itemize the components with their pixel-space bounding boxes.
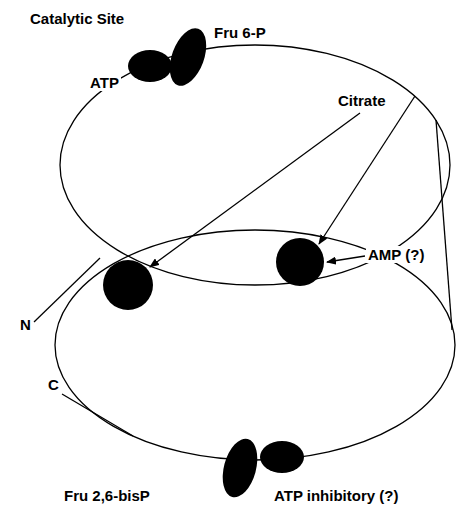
fru26bisp-site-blob [217, 435, 263, 501]
fru6p-site-blob [163, 23, 214, 90]
citrate-site-blob [103, 260, 153, 310]
amp-site-blob [276, 238, 324, 286]
linker-line [436, 120, 452, 330]
leader-arrow [319, 96, 415, 244]
site-label: N [18, 316, 33, 333]
site-label: ATP [88, 74, 121, 91]
site-label: Catalytic Site [28, 10, 126, 27]
leader-arrow [327, 256, 365, 262]
site-label: ATP inhibitory (?) [272, 487, 400, 504]
leader-arrow [150, 113, 360, 267]
terminus-line [34, 258, 100, 322]
site-label: AMP (?) [366, 246, 426, 263]
n-domain-ring [60, 45, 450, 285]
site-label: C [46, 376, 61, 393]
terminus-line [62, 394, 133, 436]
c-domain-ring [55, 230, 455, 460]
site-label: Fru 2,6-bisP [62, 487, 152, 504]
atp-inhibitory-site-blob [260, 441, 304, 473]
site-label: Fru 6-P [212, 24, 268, 41]
site-label: Citrate [336, 92, 388, 109]
atp-site-blob [128, 50, 172, 82]
